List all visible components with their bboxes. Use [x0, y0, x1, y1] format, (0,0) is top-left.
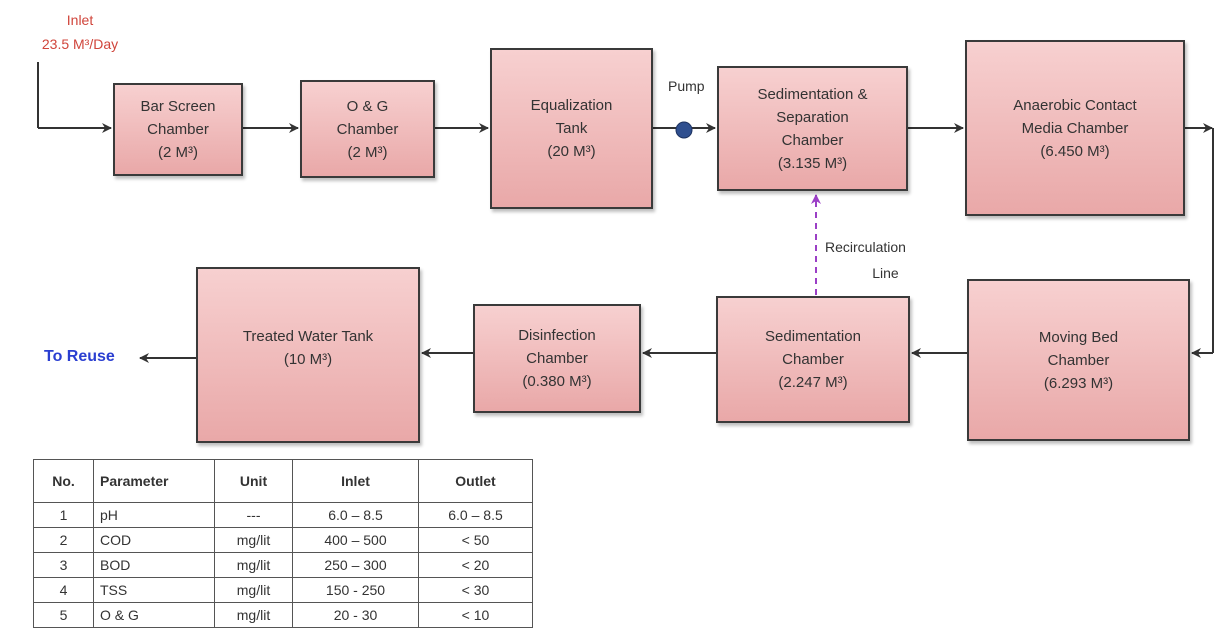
anaerobic-contact-media-chamber: Anaerobic Contact Media Chamber (6.450 M…	[965, 40, 1185, 216]
cell-unit: ---	[214, 502, 293, 528]
treated-line1: Treated Water Tank	[242, 328, 374, 345]
sed-sep-line2: Separation	[776, 108, 849, 126]
recirculation-label: Recirculation Line	[825, 234, 906, 286]
inlet-label-title: Inlet	[66, 12, 94, 28]
disinfection-line1: Disinfection	[518, 327, 596, 344]
header-outlet: Outlet	[418, 459, 533, 503]
sed-sep-volume: (3.135 M³)	[777, 154, 848, 172]
anaerobic-line2: Media Chamber	[1021, 119, 1129, 137]
bar-screen-chamber: Bar Screen Chamber (2 M³)	[113, 83, 243, 176]
sedimentation-line2: Chamber	[782, 351, 844, 368]
og-line2: Chamber	[336, 120, 399, 138]
header-parameter: Parameter	[93, 459, 215, 503]
header-inlet: Inlet	[292, 459, 419, 503]
cell-unit: mg/lit	[214, 577, 293, 603]
cell-parameter: pH	[93, 502, 215, 528]
parameter-table: No. Parameter Unit Inlet Outlet 1 pH ---…	[33, 459, 533, 628]
bar-screen-line2: Chamber	[147, 121, 209, 138]
disinfection-chamber: Disinfection Chamber (0.380 M³)	[473, 304, 641, 413]
sed-sep-line3: Chamber	[781, 131, 844, 149]
table-row: 2 COD mg/lit 400 – 500 < 50	[33, 527, 533, 553]
moving-bed-volume: (6.293 M³)	[1043, 374, 1114, 392]
cell-no: 1	[33, 502, 94, 528]
bar-screen-line1: Bar Screen	[140, 98, 216, 115]
cell-no: 2	[33, 527, 94, 553]
og-volume: (2 M³)	[347, 143, 388, 161]
equalization-tank: Equalization Tank (20 M³)	[490, 48, 653, 209]
og-line1: O & G	[346, 97, 389, 115]
cell-outlet: 6.0 – 8.5	[418, 502, 533, 528]
moving-bed-line2: Chamber	[1047, 351, 1110, 369]
moving-bed-line1: Moving Bed	[1038, 328, 1119, 346]
cell-inlet: 6.0 – 8.5	[292, 502, 419, 528]
cell-parameter: COD	[93, 527, 215, 553]
cell-inlet: 400 – 500	[292, 527, 419, 553]
inlet-label: Inlet 23.5 M³/Day	[10, 8, 150, 56]
cell-parameter: BOD	[93, 552, 215, 578]
cell-inlet: 250 – 300	[292, 552, 419, 578]
cell-inlet: 20 - 30	[292, 602, 419, 628]
recirculation-label-line1: Recirculation	[825, 239, 906, 255]
cell-outlet: < 10	[418, 602, 533, 628]
moving-bed-chamber: Moving Bed Chamber (6.293 M³)	[967, 279, 1190, 441]
sed-sep-line1: Sedimentation &	[757, 85, 868, 103]
treated-volume: (10 M³)	[283, 351, 333, 368]
cell-outlet: < 30	[418, 577, 533, 603]
og-chamber: O & G Chamber (2 M³)	[300, 80, 435, 178]
sedimentation-separation-chamber: Sedimentation & Separation Chamber (3.13…	[717, 66, 908, 191]
cell-no: 4	[33, 577, 94, 603]
pump-icon	[675, 121, 693, 139]
header-no: No.	[33, 459, 94, 503]
cell-outlet: < 50	[418, 527, 533, 553]
cell-unit: mg/lit	[214, 602, 293, 628]
table-row: 5 O & G mg/lit 20 - 30 < 10	[33, 602, 533, 628]
to-reuse-label: To Reuse	[44, 348, 115, 365]
cell-unit: mg/lit	[214, 552, 293, 578]
treated-water-tank: Treated Water Tank (10 M³)	[196, 267, 420, 443]
cell-no: 5	[33, 602, 94, 628]
header-unit: Unit	[214, 459, 293, 503]
table-row: 1 pH --- 6.0 – 8.5 6.0 – 8.5	[33, 502, 533, 528]
disinfection-line2: Chamber	[526, 350, 588, 367]
cell-outlet: < 20	[418, 552, 533, 578]
cell-unit: mg/lit	[214, 527, 293, 553]
cell-no: 3	[33, 552, 94, 578]
disinfection-volume: (0.380 M³)	[522, 373, 592, 390]
pump-label: Pump	[668, 78, 705, 94]
equalization-volume: (20 M³)	[547, 143, 596, 160]
anaerobic-line1: Anaerobic Contact	[1013, 96, 1137, 114]
table-header-row: No. Parameter Unit Inlet Outlet	[33, 459, 533, 503]
bar-screen-volume: (2 M³)	[158, 144, 198, 161]
equalization-line2: Tank	[555, 120, 588, 137]
anaerobic-volume: (6.450 M³)	[1040, 142, 1110, 160]
cell-inlet: 150 - 250	[292, 577, 419, 603]
recirculation-label-line2: Line	[872, 265, 899, 281]
inlet-label-flow: 23.5 M³/Day	[41, 36, 119, 52]
table-row: 4 TSS mg/lit 150 - 250 < 30	[33, 577, 533, 603]
sedimentation-chamber: Sedimentation Chamber (2.247 M³)	[716, 296, 910, 423]
cell-parameter: TSS	[93, 577, 215, 603]
sedimentation-line1: Sedimentation	[765, 328, 861, 345]
table-row: 3 BOD mg/lit 250 – 300 < 20	[33, 552, 533, 578]
cell-parameter: O & G	[93, 602, 215, 628]
sedimentation-volume: (2.247 M³)	[778, 374, 848, 391]
equalization-line1: Equalization	[530, 97, 613, 114]
